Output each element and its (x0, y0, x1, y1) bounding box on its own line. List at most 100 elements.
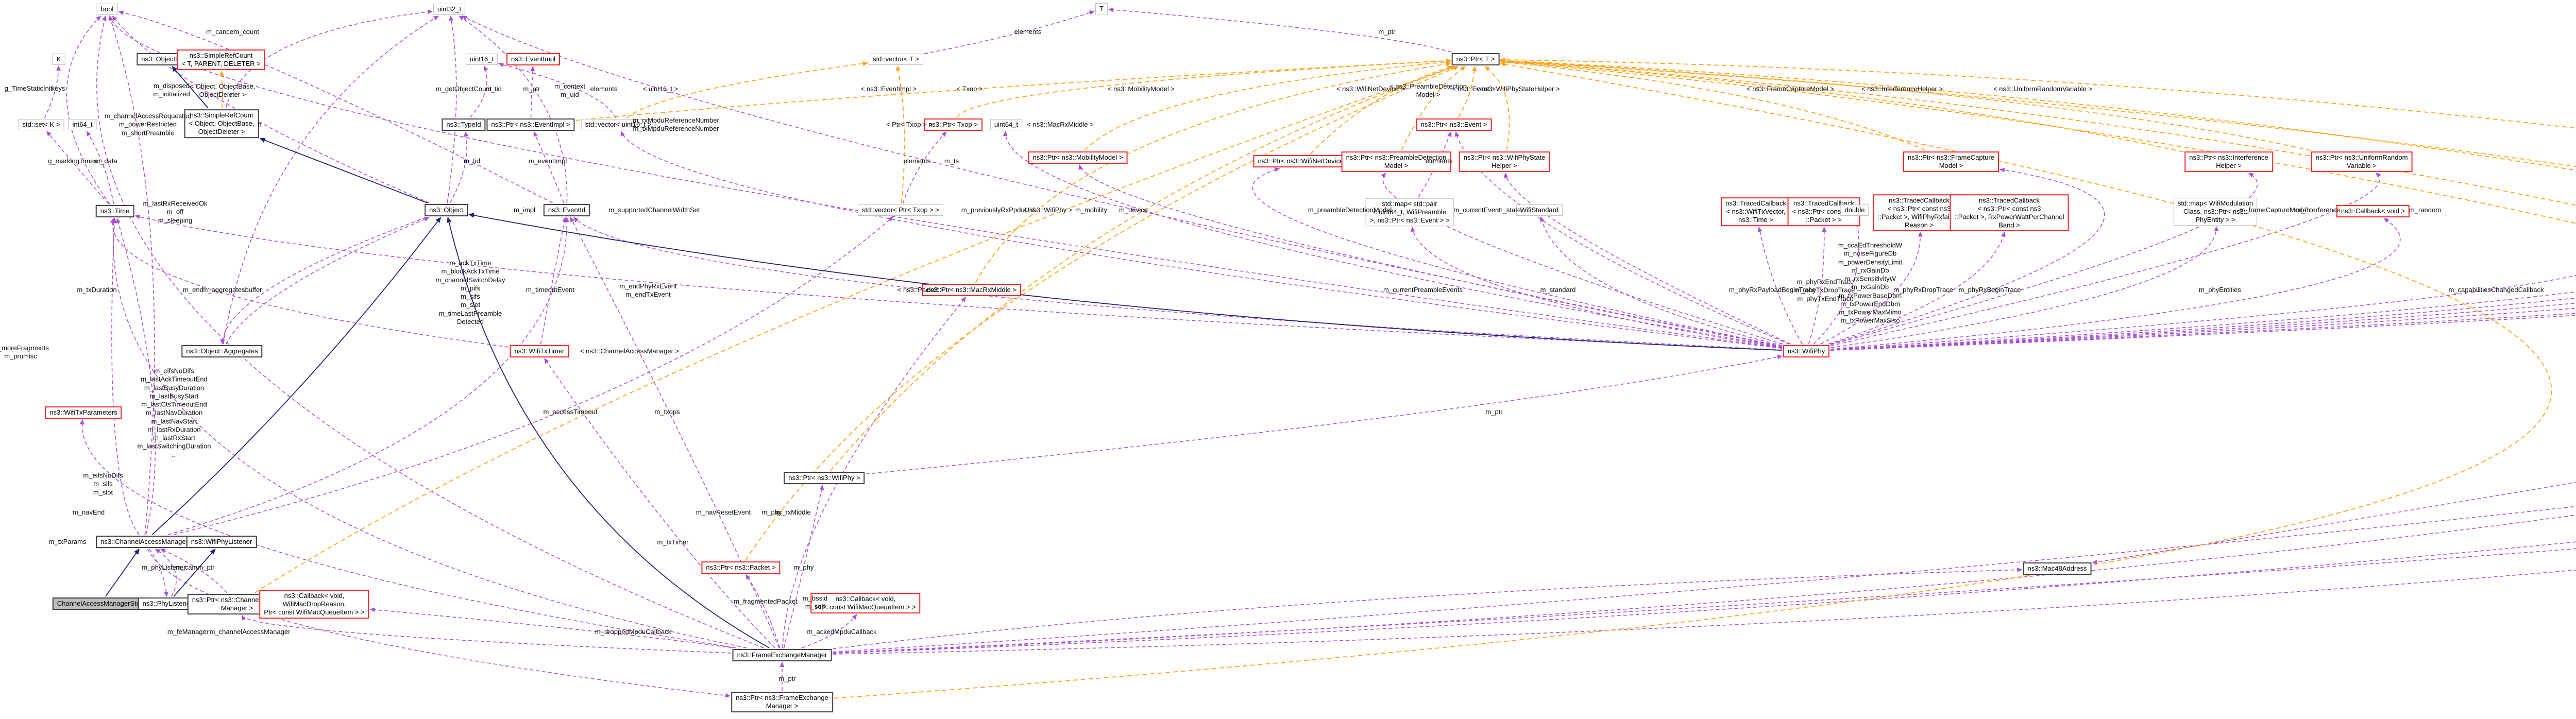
node-wpl[interactable]: ns3::WifiPhyListener (186, 536, 257, 548)
edge-time-int64 (86, 131, 114, 204)
edge-wifiphy-tcRxpow (1828, 231, 2006, 345)
edge-ptrWmac-mac48 (2092, 482, 2576, 564)
node-mapMod[interactable]: std::map< WifiModulation Class, ns3::Ptr… (2173, 198, 2258, 226)
edge-cam-bool (108, 15, 155, 535)
node-eventid[interactable]: ns3::EventId (543, 204, 590, 216)
node-ptrMrm[interactable]: ns3::Ptr< ns3::MacRxMiddle > (922, 284, 1022, 296)
edge-time-bool (66, 15, 110, 204)
edge-ptrWam-ptrT (1500, 58, 2576, 171)
node-ptrIh[interactable]: ns3::Ptr< ns3::Interference Helper > (2184, 151, 2273, 172)
node-cbAcked[interactable]: ns3::Callback< void, Ptr< const WifiMacQ… (810, 593, 921, 613)
edge-wifiphy-ptrIh (1830, 173, 2258, 345)
edge-wifiphy-time (134, 214, 1783, 351)
node-K[interactable]: K (52, 54, 65, 65)
edge-fem-ptrCam (241, 615, 732, 654)
edge-object-bool (112, 15, 430, 203)
node-ptrTxop[interactable]: ns3::Ptr< Txop > (924, 118, 982, 131)
edge-fem-wtxparams (79, 419, 736, 648)
edge-ptrFem-ptrT (834, 62, 2552, 699)
edge-wifiphy-vecU16 (620, 131, 1783, 349)
node-wifistd[interactable]: WifiStandard (1516, 204, 1563, 216)
edge-fem-eventid (570, 217, 779, 648)
node-ptrFcm[interactable]: ns3::Ptr< ns3::FrameCapture Model > (1903, 151, 1999, 172)
node-setK[interactable]: std::set< K > (18, 119, 64, 130)
edge-wifiphy-tcTxvecTime (1757, 227, 1803, 345)
node-ptrFem[interactable]: ns3::Ptr< ns3::FrameExchange Manager > (731, 692, 833, 712)
node-typeid[interactable]: ns3::TypeId (442, 118, 486, 131)
node-vecU16[interactable]: std::vector< uint16_t > (581, 119, 656, 130)
node-stub[interactable]: ChannelAccessManagerStub (52, 597, 149, 610)
edge-ptrWifiPhy-wifiphy (866, 354, 1783, 475)
edge-wifiphy-ptrMob (1078, 164, 1783, 347)
edge-cam-vecPtrTxop (173, 216, 893, 535)
edge-aggregates-object (225, 217, 430, 345)
node-wtxparams[interactable]: ns3::WifiTxParameters (45, 406, 122, 419)
node-srcT[interactable]: ns3::SimpleRefCount < T, PARENT, DELETER… (177, 49, 265, 70)
edge-ptrPkt-ptrT (745, 66, 1459, 561)
edge-ptrFcm-ptrT (1500, 60, 1926, 151)
node-tcTxvecTime[interactable]: ns3::TracedCallback < ns3::WifiTxVector,… (1720, 197, 1791, 226)
edge-fem-ptrMtm (833, 548, 2576, 654)
node-ptrWifiPhy[interactable]: ns3::Ptr< ns3::WifiPhy > (784, 472, 865, 484)
edge-typeid-uint16 (469, 65, 488, 118)
node-time[interactable]: ns3::Time (95, 205, 134, 217)
node-object[interactable]: ns3::Object (425, 204, 468, 216)
edge-phyl-cam (155, 549, 177, 597)
node-ptrWnd[interactable]: ns3::Ptr< ns3::WifiNetDevice > (1253, 155, 1354, 167)
edge-wifiphy-tcPsdu (1830, 315, 2576, 351)
edge-ptrMrm-ptrT (975, 61, 1451, 283)
edge-group (44, 7, 2576, 699)
node-vecPtrTxop[interactable]: std::vector< Ptr< Txop > > (857, 204, 944, 216)
edge-ptrWnd-ptrT (1310, 65, 1453, 155)
node-tcRxpow[interactable]: ns3::TracedCallback < ns3::Ptr< const ns… (1950, 194, 2069, 231)
node-wifiphy[interactable]: ns3::WifiPhy (1783, 345, 1830, 357)
edge-wifiphy-uint64 (1003, 131, 1783, 348)
edge-wifiphy-wpoc (1830, 297, 2576, 351)
edge-ptrT-T (1108, 7, 1452, 53)
node-vecT[interactable]: std::vector< T > (869, 54, 923, 65)
edge-fem-time (111, 218, 747, 648)
edge-wifiphy-cbVoid (1830, 218, 2401, 350)
edge-wifiphy-ptrPdm (1381, 173, 1783, 345)
node-mac48[interactable]: ns3::Mac48Address (2023, 562, 2092, 575)
edge-wifiphy-eventid (573, 217, 1783, 351)
edge-wifiphy-mapPre (1410, 227, 1783, 348)
edge-wtxtimer-eventid (540, 217, 567, 345)
edge-fem-cbAcked (802, 614, 857, 648)
node-int64[interactable]: int64_t (68, 119, 97, 130)
node-cam[interactable]: ns3::ChannelAccessManager (96, 536, 193, 548)
node-ptrUrv[interactable]: ns3::Ptr< ns3::UniformRandom Variable > (2311, 151, 2413, 172)
edge-cam-eventid (168, 217, 569, 535)
edge-wifiphy-bool (109, 15, 1783, 349)
node-eventimpl[interactable]: ns3::EventImpl (506, 53, 560, 65)
edge-ptrMtm-ptrT (1500, 59, 2576, 224)
node-aggregates[interactable]: ns3::Object::Aggregates (181, 345, 263, 357)
node-cbDrop[interactable]: ns3::Callback< void, WifiMacDropReason, … (259, 590, 369, 619)
node-wtxtimer[interactable]: ns3::WifiTxTimer (510, 345, 569, 357)
edge-wifiphy-uint32 (462, 15, 1783, 347)
node-uint32[interactable]: uint32_t (433, 4, 466, 15)
node-fem[interactable]: ns3::FrameExchangeManager (732, 649, 832, 661)
edge-vecT-T (924, 10, 1095, 55)
node-uint16[interactable]: uint16_t (465, 54, 498, 65)
edge-ptrWmqi-ptrT (1500, 59, 2576, 206)
node-ptrEvent[interactable]: ns3::Ptr< ns3::Event > (1416, 118, 1492, 131)
edge-srcObj-objbase (172, 66, 209, 109)
edge-wifiphy-tcRxfail (1820, 231, 1923, 345)
edge-fem-ptrWmac (833, 515, 2576, 654)
node-ptrWpsh[interactable]: ns3::Ptr< ns3::WifiPhyState Helper > (1459, 151, 1550, 172)
node-ptrEventImpl[interactable]: ns3::Ptr< ns3::EventImpl > (486, 118, 575, 131)
node-dbl[interactable]: double (1840, 204, 1869, 216)
node-T[interactable]: T (1095, 3, 1108, 14)
node-cbVoid[interactable]: ns3::Callback< void > (2336, 205, 2410, 217)
edge-wifiphy-ptrWpsh (1503, 173, 1791, 345)
node-srcObj[interactable]: ns3::SimpleRefCount < Object, ObjectBase… (184, 109, 259, 138)
node-ptrPdm[interactable]: ns3::Ptr< ns3::PreambleDetection Model > (1341, 151, 1451, 172)
node-ptrT[interactable]: ns3::Ptr< T > (1451, 53, 1500, 65)
node-ptrMob[interactable]: ns3::Ptr< ns3::MobilityModel > (1028, 151, 1128, 164)
node-bool[interactable]: bool (96, 4, 118, 15)
node-ptrPkt[interactable]: ns3::Ptr< ns3::Packet > (701, 561, 781, 574)
node-mapPre[interactable]: std::map< std::pair < uint64_t, WifiPrea… (1365, 198, 1454, 226)
node-uint64[interactable]: uint64_t (990, 119, 1023, 130)
